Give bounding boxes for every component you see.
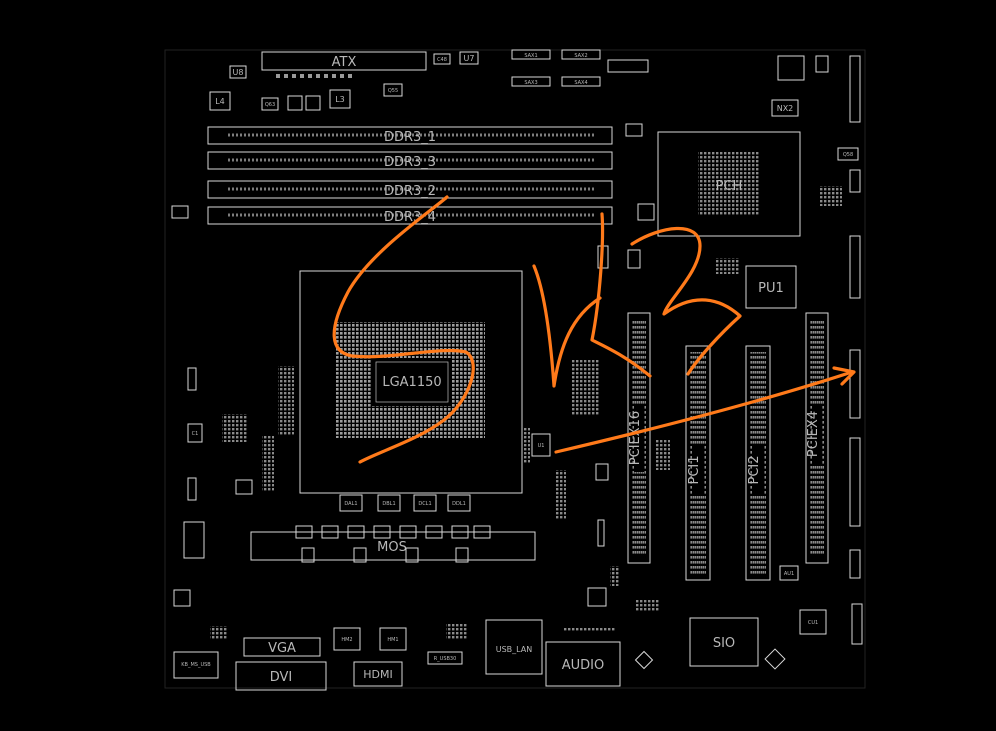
svg-text:DCL1: DCL1 [418,501,431,507]
svg-text:SAX3: SAX3 [524,80,537,86]
audio-jack[interactable]: AUDIO [545,641,621,687]
hand-drawn-annotation [332,195,856,464]
chip-u1[interactable]: U1 [531,433,551,457]
svg-text:NX2: NX2 [777,104,794,113]
atx-label: ATX [332,55,357,70]
svg-text:SAX4: SAX4 [574,80,587,86]
svg-text:HM1: HM1 [387,637,398,643]
pch-chip[interactable]: PCH [657,131,801,237]
svg-text:DAL1: DAL1 [344,501,357,507]
annotation-arrow-line [554,370,854,454]
hdmi-port[interactable]: HDMI [353,661,403,687]
chip-cu1[interactable]: CU1 [799,609,827,635]
mos-label: MOS [377,540,407,555]
annotation-squiggle-right [630,226,742,376]
l3-label: L3 [335,95,345,104]
pci1-label: PCI1 [687,455,702,484]
svg-text:U1: U1 [538,443,545,449]
mosfet-q63[interactable]: Q63 [261,97,279,111]
svg-text:Q55: Q55 [388,88,398,94]
audio-label: AUDIO [562,658,605,673]
annotation-squiggle-mid [532,212,652,388]
annotation-squiggle-left [332,195,475,464]
left-small-parts [171,205,294,607]
ddr3-slot-3[interactable]: DDR3_3 [207,151,613,170]
svg-text:HM2: HM2 [341,637,352,643]
sio-label: SIO [713,636,735,651]
pciex16-label: PCIEX16 [628,411,643,465]
annotation-arrow-head [832,366,856,386]
svg-text:AU1: AU1 [784,571,794,577]
svg-text:CU1: CU1 [808,620,818,626]
chip-u8[interactable]: U8 [229,65,247,79]
cap-c48[interactable]: C48 [433,53,451,65]
atx-connector[interactable]: ATX [261,51,427,71]
chip-nx2[interactable]: NX2 [771,99,799,117]
svg-text:Q58: Q58 [843,152,853,158]
mosfet-q55[interactable]: Q55 [383,83,403,97]
sio-chip[interactable]: SIO [689,617,759,667]
sata-headers[interactable]: SAX1 SAX2 SAX3 SAX4 [511,49,601,87]
r-usb30-header[interactable]: R_USB30 [427,651,463,665]
crystal-c1[interactable]: C1 [187,423,203,443]
chip-pu1[interactable]: PU1 [745,265,797,309]
svg-text:C48: C48 [437,57,447,63]
dvi-label: DVI [270,670,293,685]
svg-text:R_USB30: R_USB30 [434,656,457,662]
u8-label: U8 [233,68,244,77]
ddr3-2-label: DDR3_2 [384,184,436,199]
chip-au1[interactable]: AU1 [779,565,799,581]
inductor-l3[interactable]: L3 [329,89,351,109]
cpu-socket[interactable]: LGA1150 [299,270,523,494]
atx-pin-row [276,74,352,78]
pch-label: PCH [716,179,743,194]
pci1-slot[interactable]: PCI1 [685,345,711,581]
cpu-label: LGA1150 [382,375,441,390]
mosfet-q59[interactable] [287,95,321,111]
svg-text:C1: C1 [192,431,199,437]
ddr3-1-label: DDR3_1 [384,130,436,145]
pciex4-label: PCIEX4 [806,411,821,457]
l4-label: L4 [215,97,225,106]
inductor-l4[interactable]: L4 [209,91,231,111]
mosfet-q58[interactable]: Q58 [837,147,859,161]
mos-bank[interactable]: MOS [250,531,536,561]
ddr3-4-label: DDR3_4 [384,210,436,225]
pci2-label: PCI2 [747,455,762,484]
diamond-chips [587,587,786,670]
ddr3-3-label: DDR3_3 [384,155,436,170]
kb-ms-usb-port[interactable]: KB_MS_USB [173,651,219,679]
ddr3-slot-2[interactable]: DDR3_2 [207,180,613,199]
vga-label: VGA [268,641,296,656]
u7-label: U7 [464,54,475,63]
ddr3-slot-1[interactable]: DDR3_1 [207,126,613,145]
svg-text:DBL1: DBL1 [382,501,395,507]
bottom-small-parts [210,566,660,640]
pu1-label: PU1 [758,281,784,296]
mos-fets [295,525,491,563]
svg-text:Q63: Q63 [265,102,275,108]
usb-lan-label: USB_LAN [496,645,533,654]
chip-u7[interactable]: U7 [459,51,479,65]
right-headers [849,169,863,645]
svg-text:SAX1: SAX1 [524,53,537,59]
svg-text:DDL1: DDL1 [452,501,466,507]
cpu-caps-row: DAL1 DBL1 DCL1 DDL1 [339,494,471,512]
chip-hm2[interactable]: HM2 [333,627,361,651]
svg-text:SAX2: SAX2 [574,53,587,59]
header-top-right[interactable] [607,55,861,123]
pciex16-slot[interactable]: PCIEX16 [627,312,651,564]
hdmi-label: HDMI [363,668,392,681]
usb-lan-port[interactable]: USB_LAN [485,619,543,675]
ddr3-slot-4[interactable]: DDR3_4 [207,206,613,225]
pciex4-slot[interactable]: PCIEX4 [805,312,829,564]
svg-text:KB_MS_USB: KB_MS_USB [181,662,211,668]
dvi-port[interactable]: DVI [235,661,327,691]
vga-port[interactable]: VGA [243,637,321,657]
mid-parts [524,123,842,547]
chip-hm1[interactable]: HM1 [379,627,407,651]
pci2-slot[interactable]: PCI2 [745,345,771,581]
